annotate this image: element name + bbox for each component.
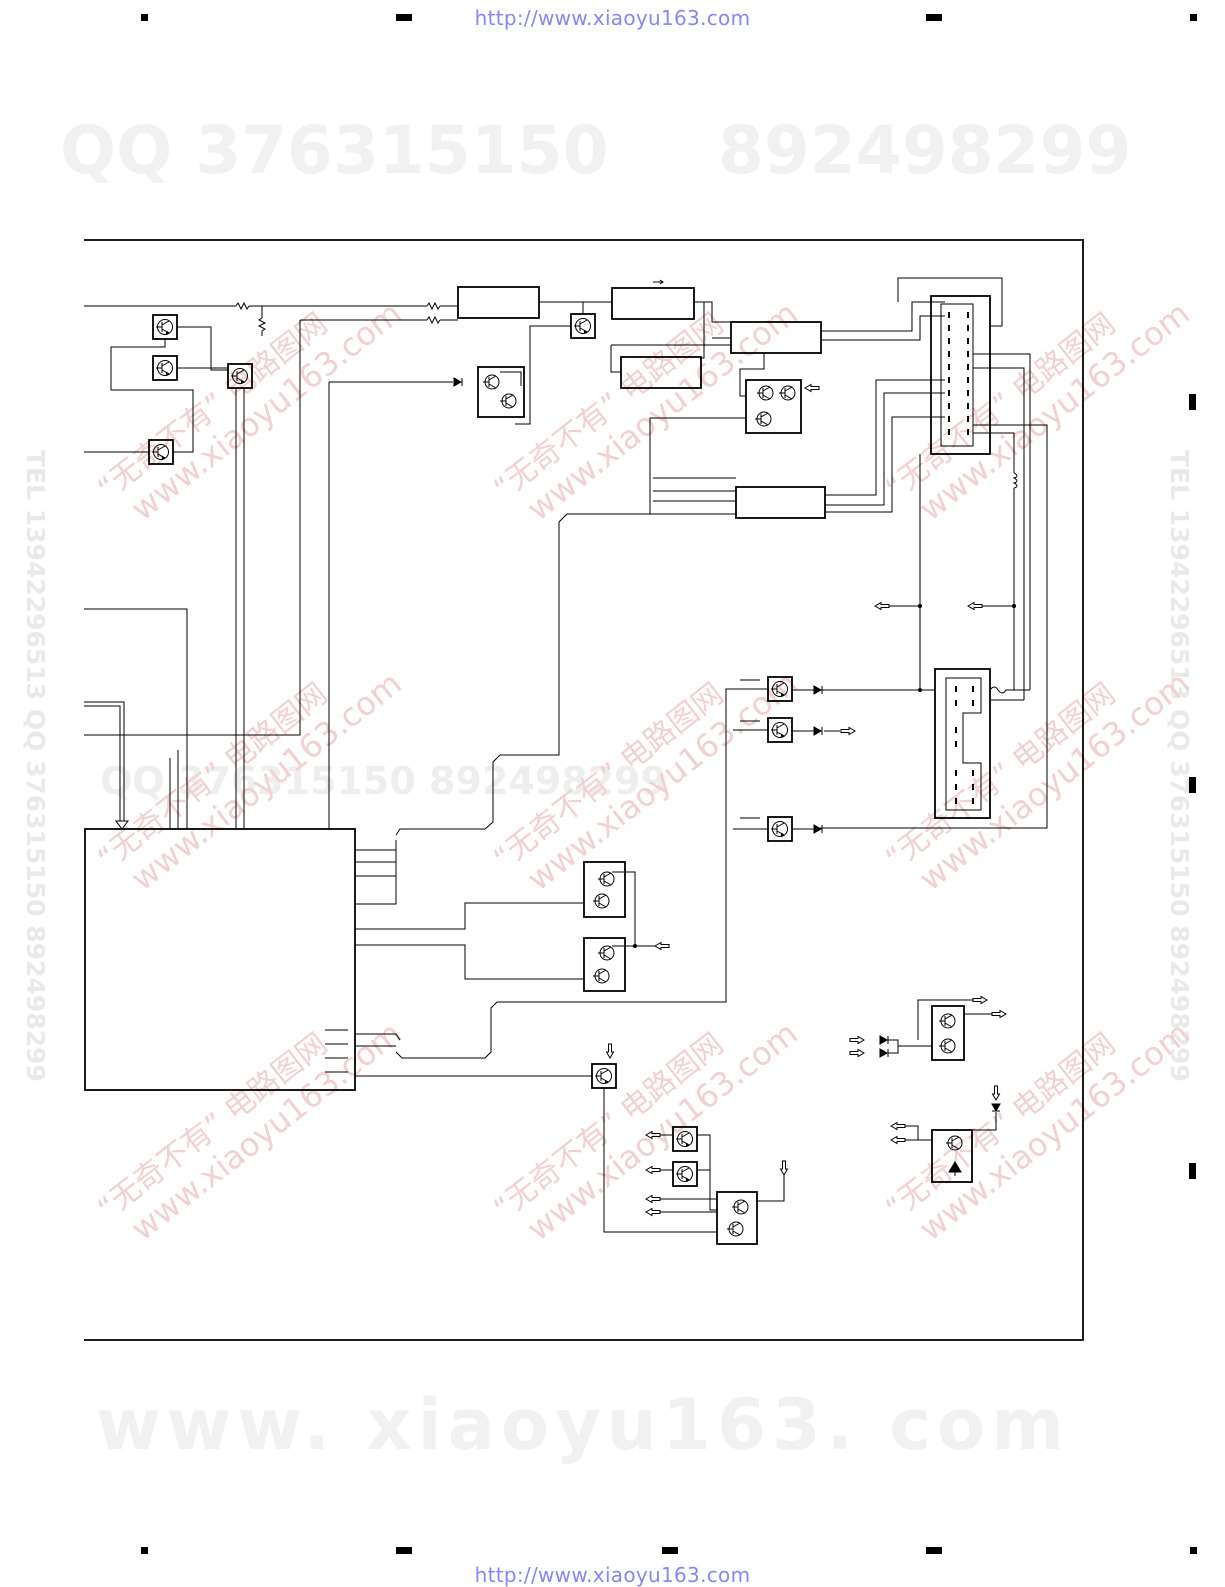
watermark-tel-mid: QQ 376315150 892498299 (100, 759, 667, 803)
registration-mark (141, 14, 148, 21)
registration-mark (396, 1547, 412, 1554)
watermark-qq-number: 892498299 (718, 112, 1132, 189)
registration-mark (1190, 1547, 1197, 1554)
registration-mark (141, 1547, 148, 1554)
registration-mark (1189, 777, 1196, 793)
registration-mark (926, 1547, 942, 1554)
registration-mark (396, 14, 412, 21)
watermark-bottom-url: www. xiaoyu163. com (96, 1384, 1071, 1466)
watermark-qq: QQ 376315150 (60, 112, 609, 189)
header-url[interactable]: http://www.xiaoyu163.com (474, 6, 751, 30)
registration-mark (1189, 394, 1196, 410)
registration-mark (1190, 14, 1197, 21)
registration-mark (662, 1547, 678, 1554)
footer-url[interactable]: http://www.xiaoyu163.com (474, 1563, 751, 1587)
registration-mark (926, 14, 942, 21)
registration-mark (1189, 1163, 1196, 1179)
